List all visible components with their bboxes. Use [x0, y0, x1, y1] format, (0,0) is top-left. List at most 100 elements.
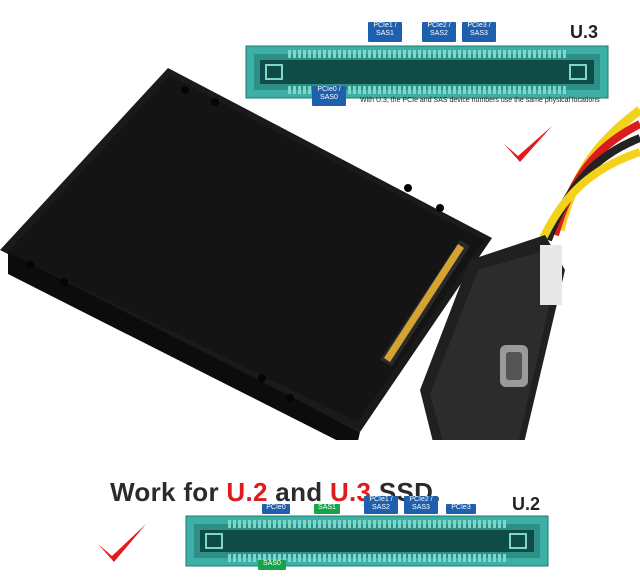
connector-pin	[533, 86, 536, 94]
connector-pin	[388, 554, 391, 562]
connector-pin	[298, 86, 301, 94]
connector-pin	[388, 50, 391, 58]
connector-pin	[408, 86, 411, 94]
connector-pin	[408, 50, 411, 58]
connector-pin	[483, 86, 486, 94]
connector-pin	[313, 520, 316, 528]
connector-pin	[293, 520, 296, 528]
connector-pin	[398, 520, 401, 528]
connector-pin	[453, 520, 456, 528]
connector-pin	[228, 554, 231, 562]
connector-pin	[353, 86, 356, 94]
connector-pin	[263, 520, 266, 528]
connector-pin	[463, 86, 466, 94]
u2-tag-sas0: SAS0	[258, 560, 286, 570]
u3-note: With U.3, the PCIe and SAS device number…	[360, 97, 600, 104]
connector-pin	[373, 520, 376, 528]
connector-pin	[388, 86, 391, 94]
connector-pin	[403, 50, 406, 58]
connector-pin	[523, 86, 526, 94]
connector-pin	[448, 554, 451, 562]
connector-pin	[453, 86, 456, 94]
connector-pin	[378, 86, 381, 94]
connector-pin	[368, 520, 371, 528]
connector-pin	[243, 554, 246, 562]
connector-pin	[378, 520, 381, 528]
connector-pin	[538, 50, 541, 58]
connector-pin	[408, 520, 411, 528]
connector-pin	[403, 554, 406, 562]
connector-pin	[458, 520, 461, 528]
connector-pin	[333, 554, 336, 562]
connector-pin	[363, 554, 366, 562]
connector-pin	[558, 50, 561, 58]
connector-pin	[463, 50, 466, 58]
connector-pin	[273, 554, 276, 562]
connector-pin	[558, 86, 561, 94]
connector-pin	[488, 50, 491, 58]
u2-tag-sas1: SAS1	[314, 504, 340, 514]
connector-pin	[363, 520, 366, 528]
connector-pin	[448, 86, 451, 94]
connector-pin	[228, 520, 231, 528]
connector-pin	[288, 50, 291, 58]
connector-pin	[478, 86, 481, 94]
connector-pin	[423, 86, 426, 94]
connector-pin	[393, 50, 396, 58]
connector-pin	[498, 554, 501, 562]
connector-pin	[288, 520, 291, 528]
connector-pin	[278, 554, 281, 562]
connector-pin	[548, 50, 551, 58]
connector-pin	[313, 554, 316, 562]
connector-pin	[483, 520, 486, 528]
connector-pin	[298, 50, 301, 58]
connector-pin	[333, 520, 336, 528]
connector-pin	[363, 50, 366, 58]
connector-pin	[323, 50, 326, 58]
connector-pin	[398, 50, 401, 58]
connector-pin	[358, 86, 361, 94]
u3-tag-pcie0-sas0: PCIe0 / SAS0	[312, 86, 346, 106]
connector-pin	[338, 50, 341, 58]
connector-pin	[343, 520, 346, 528]
connector-pin	[503, 554, 506, 562]
headline-u2: U.2	[226, 477, 268, 507]
connector-pin	[353, 520, 356, 528]
connector-pin	[343, 554, 346, 562]
connector-pin	[458, 554, 461, 562]
connector-pin	[413, 86, 416, 94]
connector-pin	[508, 50, 511, 58]
connector-pin	[408, 554, 411, 562]
connector-pin	[458, 86, 461, 94]
connector-pin	[418, 50, 421, 58]
connector-pin	[373, 50, 376, 58]
connector-pin	[348, 520, 351, 528]
connector-pin	[563, 50, 566, 58]
connector-pin	[293, 50, 296, 58]
connector-pin	[318, 554, 321, 562]
connector-pin	[413, 554, 416, 562]
connector-pin	[478, 554, 481, 562]
u2-label: U.2	[512, 494, 541, 514]
connector-pin	[418, 554, 421, 562]
connector-pin	[488, 520, 491, 528]
connector-pin	[453, 50, 456, 58]
u3-tag-pcie1-sas1: PCIe1 / SAS1	[368, 22, 402, 42]
connector-pin	[283, 520, 286, 528]
connector-pin	[383, 50, 386, 58]
connector-pin	[418, 86, 421, 94]
connector-pin	[563, 86, 566, 94]
connector-pin	[263, 554, 266, 562]
connector-pin	[443, 554, 446, 562]
connector-pin	[528, 50, 531, 58]
u2-tag-pcie0: PCIe0	[262, 504, 290, 514]
connector-pin	[428, 50, 431, 58]
connector-pin	[233, 520, 236, 528]
connector-pin	[463, 520, 466, 528]
connector-pin	[238, 520, 241, 528]
u2-tag-pcie2-sas3: PCIe2 / SAS3	[404, 496, 438, 514]
connector-pin	[398, 86, 401, 94]
connector-pin	[383, 520, 386, 528]
connector-pin	[303, 520, 306, 528]
connector-pin	[468, 520, 471, 528]
